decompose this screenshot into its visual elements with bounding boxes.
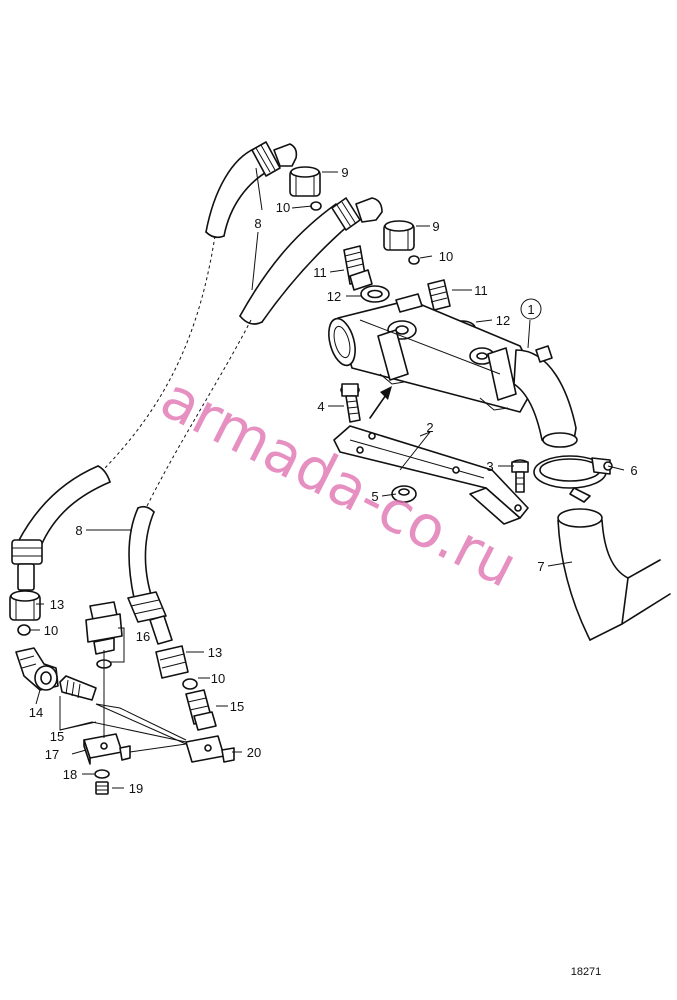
label-part-5: 5 <box>371 489 378 504</box>
label-part-18: 18 <box>63 767 77 782</box>
label-part-8-lower: 8 <box>75 523 82 538</box>
hose-nut-lower-left <box>11 539 43 591</box>
label-part-9-right: 9 <box>432 219 439 234</box>
plug-19 <box>95 781 109 795</box>
label-part-9-left: 9 <box>341 165 348 180</box>
seal-10-lower-right <box>182 678 198 690</box>
label-part-14: 14 <box>29 705 43 720</box>
label-part-15-right: 15 <box>230 699 244 714</box>
label-part-15-left: 15 <box>50 729 64 744</box>
washer-18 <box>94 769 110 779</box>
label-part-11-right: 11 <box>474 283 488 298</box>
exhaust-hose <box>557 508 671 641</box>
label-part-6: 6 <box>630 463 637 478</box>
exhaust-manifold <box>328 293 578 448</box>
union-nut-9-left <box>289 166 321 197</box>
hose-upper-right <box>145 197 383 509</box>
seal-10-right <box>408 255 420 265</box>
leader-lines <box>30 167 625 789</box>
washer-5 <box>391 485 417 503</box>
union-nut-9-right <box>383 220 415 251</box>
nipple-11-right <box>427 279 451 311</box>
label-part-20: 20 <box>247 745 261 760</box>
bolt-4 <box>340 383 361 423</box>
direction-arrow <box>369 386 392 419</box>
drawing-number: 18271 <box>571 966 602 978</box>
label-part-12-right: 12 <box>496 313 510 328</box>
label-part-3: 3 <box>486 459 493 474</box>
hose-nut-top <box>251 141 281 177</box>
label-part-11-left: 11 <box>313 265 327 280</box>
seal-10-left <box>310 201 322 211</box>
nipple-11-left <box>343 245 373 291</box>
label-part-16: 16 <box>136 629 150 644</box>
label-part-10-upper-right: 10 <box>439 249 453 264</box>
callout-circle <box>520 298 542 320</box>
label-part-10-upper-left: 10 <box>276 200 290 215</box>
union-nut-13-right <box>155 645 189 679</box>
label-part-2: 2 <box>426 420 433 435</box>
label-part-12-left: 12 <box>327 289 341 304</box>
label-part-13-right: 13 <box>208 645 222 660</box>
hose-upper-left <box>104 141 298 469</box>
block-20 <box>185 735 235 763</box>
nipple-15-right <box>185 689 217 731</box>
hose-nut-upper-right <box>331 197 361 231</box>
label-part-8-upper: 8 <box>254 216 261 231</box>
label-part-1: 1 <box>527 302 534 317</box>
hose-lower-left <box>11 465 111 591</box>
union-nut-13-left <box>9 590 41 621</box>
hose-lower-right <box>127 505 173 645</box>
label-part-10-lower-left: 10 <box>44 623 58 638</box>
nipple-15-left <box>59 675 97 701</box>
label-part-13-left: 13 <box>50 597 64 612</box>
sender-16 <box>85 601 123 669</box>
seal-10-lower-left <box>17 624 31 636</box>
label-part-7: 7 <box>537 559 544 574</box>
label-part-4: 4 <box>317 399 324 414</box>
label-part-10-lower-right: 10 <box>211 671 225 686</box>
hose-nut-lower-right <box>127 591 173 645</box>
label-part-19: 19 <box>129 781 143 796</box>
part-labels: 1 2 3 4 5 6 7 8 8 9 9 10 10 10 10 11 11 … <box>29 165 638 796</box>
label-part-17: 17 <box>45 747 59 762</box>
washer-12-left <box>360 285 390 303</box>
mounting-bracket <box>333 425 529 525</box>
elbow-14 <box>15 647 59 691</box>
block-17 <box>83 733 131 765</box>
bolt-3 <box>511 459 529 493</box>
hose-clamp <box>533 455 613 503</box>
